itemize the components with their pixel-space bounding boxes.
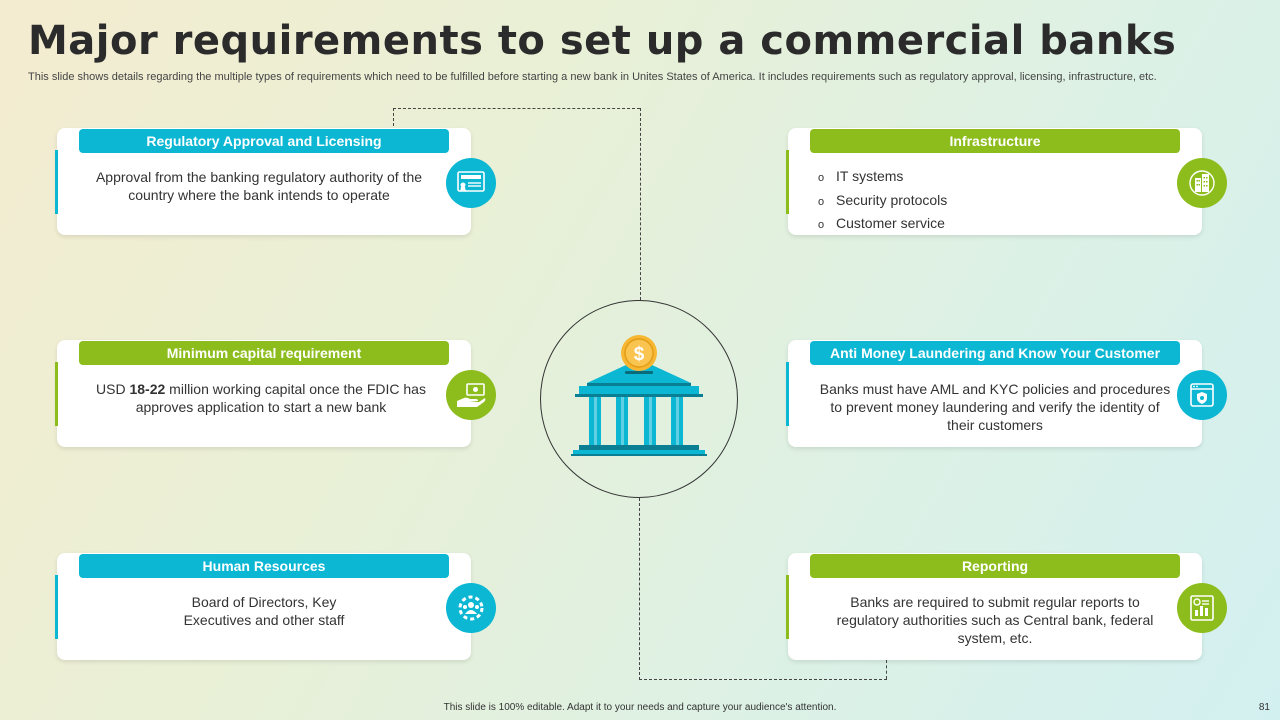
slide-footer: This slide is 100% editable. Adapt it to… bbox=[443, 702, 837, 713]
badge bbox=[1177, 370, 1227, 420]
cash-hand-icon bbox=[457, 383, 486, 407]
card-header: Anti Money Laundering and Know Your Cust… bbox=[810, 341, 1180, 365]
connector-top-stub bbox=[393, 108, 394, 126]
card-accent bbox=[55, 150, 58, 214]
card-body: Board of Directors, Key Executives and o… bbox=[183, 594, 345, 628]
buildings-globe-icon bbox=[1189, 170, 1215, 196]
connector-top-horizontal bbox=[393, 108, 640, 109]
card-accent bbox=[786, 362, 789, 426]
slide-title: Major requirements to set up a commercia… bbox=[28, 18, 1177, 64]
badge bbox=[446, 158, 496, 208]
card-minimum-capital: Minimum capital requirement USD 18-22 mi… bbox=[55, 340, 496, 447]
card-accent bbox=[786, 150, 789, 214]
bank-building-coin-icon: $ bbox=[571, 335, 707, 456]
capital-text-suffix: million working capital once the FDIC ha… bbox=[135, 381, 426, 415]
badge bbox=[1177, 158, 1227, 208]
coin-symbol: $ bbox=[634, 344, 645, 365]
card-body: USD 18-22 million working capital once t… bbox=[77, 380, 445, 416]
card-header: Infrastructure bbox=[810, 129, 1180, 153]
page-number: 81 bbox=[1258, 702, 1270, 713]
card-body: Banks are required to submit regular rep… bbox=[836, 594, 1154, 646]
report-chart-icon bbox=[1190, 595, 1214, 621]
capital-amount: 18-22 bbox=[129, 381, 166, 397]
list-item: Customer service bbox=[818, 213, 947, 237]
center-circle: $ bbox=[540, 300, 738, 498]
card-infrastructure: Infrastructure IT systems Security proto… bbox=[786, 128, 1227, 237]
license-certificate-icon bbox=[457, 171, 485, 192]
card-accent bbox=[55, 362, 58, 426]
list-item: Security protocols bbox=[818, 190, 947, 214]
card-regulatory-approval: Regulatory Approval and Licensing Approv… bbox=[55, 128, 496, 235]
card-header: Human Resources bbox=[79, 554, 449, 578]
connector-bottom-vertical bbox=[639, 498, 640, 680]
connector-bottom-horizontal bbox=[639, 679, 887, 680]
team-gear-icon bbox=[458, 595, 484, 621]
web-shield-icon bbox=[1190, 383, 1214, 407]
slide-subtitle: This slide shows details regarding the m… bbox=[28, 71, 1157, 83]
badge bbox=[446, 583, 496, 633]
card-human-resources: Human Resources Board of Directors, Key … bbox=[55, 553, 496, 660]
card-reporting: Reporting Banks are required to submit r… bbox=[786, 553, 1227, 660]
connector-top-vertical bbox=[640, 108, 641, 300]
connector-bottom-stub bbox=[886, 660, 887, 679]
card-header: Regulatory Approval and Licensing bbox=[79, 129, 449, 153]
card-body: Banks must have AML and KYC policies and… bbox=[819, 381, 1171, 433]
list-item: IT systems bbox=[818, 166, 947, 190]
capital-text-prefix: USD bbox=[96, 381, 130, 397]
infrastructure-list: IT systems Security protocols Customer s… bbox=[818, 166, 947, 237]
card-header: Reporting bbox=[810, 554, 1180, 578]
badge bbox=[1177, 583, 1227, 633]
card-accent bbox=[55, 575, 58, 639]
badge bbox=[446, 370, 496, 420]
card-header: Minimum capital requirement bbox=[79, 341, 449, 365]
card-accent bbox=[786, 575, 789, 639]
card-aml-kyc: Anti Money Laundering and Know Your Cust… bbox=[786, 340, 1227, 447]
card-body: Approval from the banking regulatory aut… bbox=[95, 169, 423, 203]
